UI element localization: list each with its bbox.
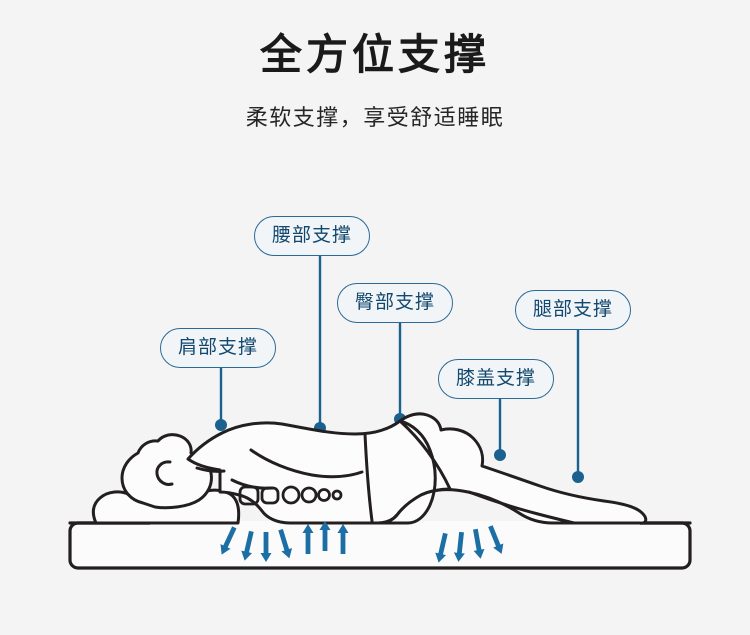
spine-marker-3 xyxy=(281,485,301,505)
callout-label-lumbar[interactable]: 腰部支撑 xyxy=(254,216,371,256)
mattress xyxy=(68,521,692,570)
spine-marker-1 xyxy=(238,485,260,506)
callout-label-knee[interactable]: 膝盖支撑 xyxy=(438,359,555,399)
ear-outline xyxy=(155,460,174,486)
connector-dot-leg xyxy=(572,471,584,483)
header: 全方位支撑 柔软支撑，享受舒适睡眠 xyxy=(0,0,750,132)
spine-markers xyxy=(238,485,343,506)
connector-dot-shoulder xyxy=(215,419,227,431)
arm-lower-line xyxy=(467,490,576,525)
thigh-seam-line xyxy=(363,432,374,523)
callout-label-leg[interactable]: 腿部支撑 xyxy=(515,290,632,330)
page-title: 全方位支撑 xyxy=(259,31,490,78)
callout-connectors xyxy=(219,254,580,477)
head xyxy=(120,433,213,510)
callout-label-hip[interactable]: 臀部支撑 xyxy=(337,283,454,323)
hip-outline xyxy=(376,419,452,525)
mattress-body xyxy=(68,521,692,570)
page-subtitle: 柔软支撑，享受舒适睡眠 xyxy=(245,104,505,130)
connector-dot-knee xyxy=(494,449,506,461)
arm-upper-line xyxy=(249,448,364,479)
neck-crease-line xyxy=(195,466,226,473)
spine-marker-4 xyxy=(300,486,318,504)
callout-label-shoulder[interactable]: 肩部支撑 xyxy=(160,328,277,368)
spine-marker-2 xyxy=(260,486,280,505)
spine-marker-5 xyxy=(317,488,331,502)
spine-marker-6 xyxy=(331,489,343,501)
head-outline xyxy=(120,433,213,510)
